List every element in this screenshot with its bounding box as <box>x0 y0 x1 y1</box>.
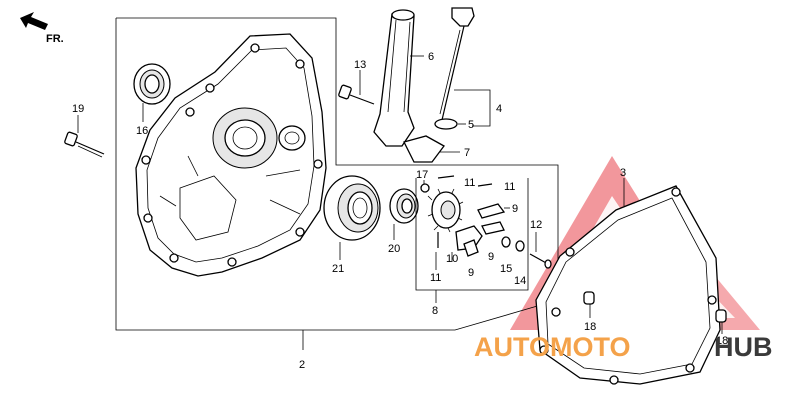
callout-10: 10 <box>446 253 458 265</box>
assembly-bracket-8 <box>415 178 529 291</box>
callout-5: 5 <box>468 119 474 131</box>
o-ring-5 <box>434 118 458 130</box>
pin-11a <box>437 175 455 179</box>
callout-15: 15 <box>500 263 512 275</box>
gasket-3 <box>535 185 721 385</box>
callout-20: 20 <box>388 243 400 255</box>
bearing-20 <box>389 188 419 224</box>
washer-17 <box>420 183 430 193</box>
callout-8: 8 <box>432 305 438 317</box>
clip-15 <box>501 236 511 248</box>
governor-gear <box>427 188 464 233</box>
callout-6: 6 <box>428 51 434 63</box>
bearing-21 <box>323 175 381 241</box>
callout-21: 21 <box>332 263 344 275</box>
callout-11a: 11 <box>464 177 475 189</box>
dipstick-4 <box>439 7 475 121</box>
watermark-text-hub: HUB <box>714 332 773 362</box>
dowel-pin-18b <box>715 309 727 323</box>
gasket-7 <box>403 135 445 163</box>
watermark-text: AUTOMOTO HUB <box>474 332 773 362</box>
direction-label: FR. <box>46 33 64 45</box>
callout-11c: 11 <box>430 272 441 284</box>
dowel-pin-18a <box>583 291 595 305</box>
watermark-text-main: AUTOMOTO <box>474 332 631 362</box>
callout-16: 16 <box>136 125 148 137</box>
callout-9a: 9 <box>512 203 518 215</box>
leader-4 <box>454 89 491 127</box>
callout-9b: 9 <box>488 251 494 263</box>
callout-11b: 11 <box>504 181 515 193</box>
direction-indicator: FR. <box>20 12 64 45</box>
governor-weight-9c <box>463 239 479 257</box>
callout-12: 12 <box>530 219 542 231</box>
callout-18b: 18 <box>716 335 728 347</box>
callout-9c: 9 <box>468 267 474 279</box>
callout-13: 13 <box>354 59 366 71</box>
callout-2: 2 <box>299 359 305 371</box>
callout-4: 4 <box>496 103 502 115</box>
oil-filler-tube-6 <box>373 9 415 147</box>
bolt-13 <box>338 84 375 105</box>
assembly-bracket-2 <box>115 17 559 331</box>
oil-seal-16 <box>133 63 171 105</box>
front-arrow-icon <box>20 12 48 30</box>
callout-18a: 18 <box>584 321 596 333</box>
callout-3: 3 <box>620 167 626 179</box>
callout-19: 19 <box>72 103 84 115</box>
callout-14: 14 <box>514 275 526 287</box>
shaft-12 <box>529 253 552 269</box>
bolt-19 <box>64 131 105 158</box>
governor-weight-9a <box>477 203 506 219</box>
crankcase-cover <box>135 33 327 277</box>
washer-14 <box>515 240 525 252</box>
callout-7: 7 <box>464 147 470 159</box>
governor-weight-9b <box>481 221 505 235</box>
callout-17: 17 <box>416 169 428 181</box>
pin-11b <box>477 183 493 187</box>
